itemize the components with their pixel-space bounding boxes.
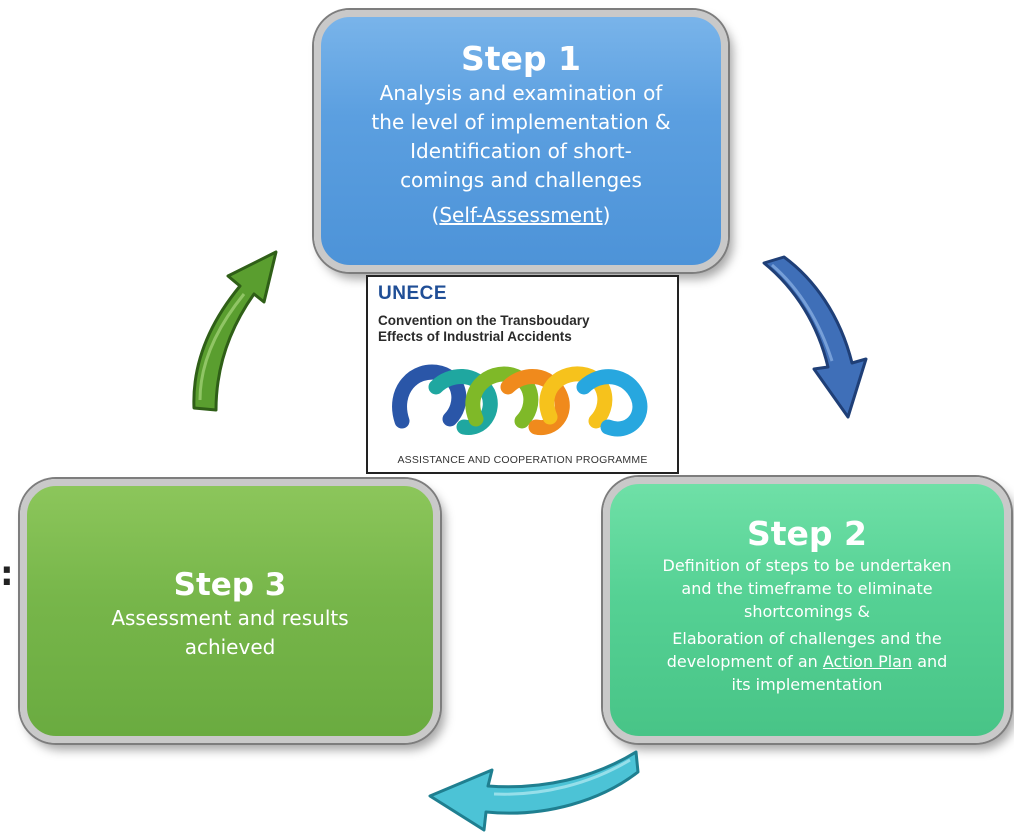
ring-cyan	[576, 369, 648, 437]
step1-reference: (Self-Assessment)	[321, 201, 721, 230]
step2-title: Step 2	[747, 514, 867, 553]
self-assessment-link[interactable]: Self-Assessment	[439, 203, 603, 227]
ring-orange	[500, 369, 570, 435]
step2-line5-post: and	[912, 652, 948, 671]
step1-ref-open: (	[431, 203, 440, 227]
step2-line: Elaboration of challenges and the	[672, 629, 942, 648]
logo-programme-name: ASSISTANCE AND COOPERATION PROGRAMME	[397, 454, 648, 466]
logo-convention-line: Convention on the Transboudary	[378, 313, 590, 328]
curved-arrow-up-right-icon	[192, 250, 278, 412]
interlocking-rings-icon	[392, 364, 648, 437]
step2-line: and the timeframe to eliminate	[681, 579, 933, 598]
step1-line: Analysis and examination of	[379, 81, 663, 105]
step1-ref-close: )	[602, 203, 611, 227]
step1-line: Identification of short-	[410, 139, 632, 163]
step3-line: Assessment and results	[111, 606, 349, 630]
step3-box: Step 3 Assessment and results achieved	[20, 479, 440, 743]
step1-box: Step 1 Analysis and examination of the l…	[314, 10, 728, 272]
step2-box: Step 2 Definition of steps to be underta…	[603, 477, 1011, 743]
step1-line: comings and challenges	[400, 168, 642, 192]
logo-convention-title: Convention on the Transboudary Effects o…	[378, 313, 590, 345]
unece-logo: UNECE Convention on the Transboudary Eff…	[366, 275, 679, 474]
ring-blue	[392, 364, 467, 429]
logo-convention-line: Effects of Industrial Accidents	[378, 329, 572, 344]
ring-yellow	[539, 366, 613, 429]
step2-line: shortcomings &	[744, 602, 870, 621]
logo-org-name: UNECE	[378, 283, 448, 304]
action-plan-link[interactable]: Action Plan	[822, 652, 913, 671]
step1-title: Step 1	[461, 39, 581, 78]
step2-line5-pre: development of an	[666, 652, 823, 671]
step3-line: achieved	[184, 635, 276, 659]
stray-colon: :	[0, 552, 12, 596]
curved-arrow-down-right-icon	[762, 255, 868, 419]
curved-arrow-left-icon	[428, 750, 640, 832]
step1-line: the level of implementation &	[371, 110, 671, 134]
step2-line: its implementation	[731, 675, 883, 694]
step2-line: Definition of steps to be undertaken	[662, 556, 952, 575]
step3-title: Step 3	[173, 567, 287, 603]
step2-line-action-plan: development of an Action Plan and	[610, 650, 1004, 673]
